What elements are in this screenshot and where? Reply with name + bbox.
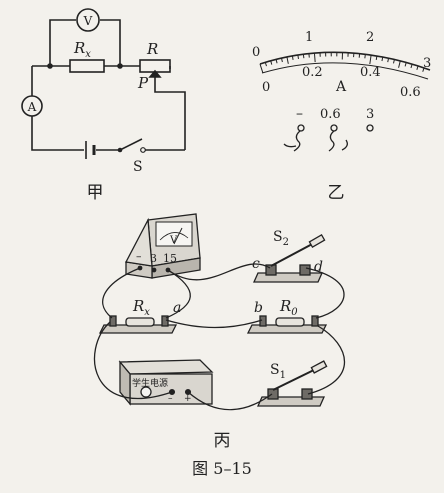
- meter-tick: [376, 56, 377, 60]
- circuit-jia-nodes: [47, 63, 145, 152]
- caption-yi: 乙: [328, 183, 345, 203]
- meter-terminal-posts: [284, 125, 373, 151]
- voltmeter-label: V: [83, 14, 93, 28]
- voltmeter-term-minus: –: [136, 250, 142, 263]
- meter-bottom-0: 0: [262, 80, 270, 95]
- meter-tick: [287, 57, 288, 64]
- meter-tick: [298, 55, 299, 59]
- rx-device-label: Rx: [132, 297, 150, 318]
- meter-top-0: 0: [252, 45, 260, 60]
- slider-label: P: [137, 74, 149, 92]
- ammeter-label: A: [27, 100, 37, 114]
- voltmeter-device: [126, 214, 200, 278]
- s2-label: S2: [273, 229, 289, 248]
- meter-tick: [399, 61, 401, 68]
- meter-arc-inner: [262, 63, 428, 79]
- power-supply-label: 学生电源: [132, 377, 168, 389]
- wire-right-up: [155, 76, 185, 150]
- wire-a-b: [166, 320, 262, 328]
- switch-s1-device: [258, 361, 327, 406]
- power-term-plus: +: [184, 394, 192, 404]
- caption-jia: 甲: [87, 183, 104, 203]
- voltmeter-term-15: 15: [163, 252, 177, 265]
- meter-tick: [260, 64, 263, 73]
- r0-device: [248, 316, 326, 333]
- wire-left-bottom: [32, 116, 84, 150]
- rx-label: Rx: [73, 39, 91, 60]
- meter-tick: [411, 64, 412, 68]
- r0-device-label: R0: [279, 297, 298, 318]
- caption-bing: 丙: [214, 431, 231, 451]
- figure-caption: 图 5–15: [192, 459, 252, 478]
- meter-unit: A: [335, 79, 347, 95]
- meter-tick: [370, 55, 371, 64]
- rx-device: [100, 316, 176, 333]
- meter-tick: [265, 62, 266, 66]
- resistor-rx-symbol: [70, 60, 104, 72]
- meter-tick: [292, 56, 293, 60]
- switch-label: S: [133, 159, 143, 175]
- meter-terminal-minus: –: [296, 106, 303, 122]
- meter-top-2: 2: [366, 30, 374, 45]
- voltmeter-face-label: V: [169, 235, 178, 246]
- circuit-jia: [22, 9, 185, 159]
- power-term-minus: –: [168, 394, 173, 404]
- meter-top-1: 1: [305, 30, 313, 45]
- meter-bottom-04: 0.4: [360, 65, 381, 80]
- meter-tick: [303, 54, 304, 58]
- meter-tick: [314, 53, 315, 62]
- wire-voltmeter-branch: [50, 20, 76, 66]
- meter-bottom-06: 0.6: [400, 85, 421, 100]
- s1-label: S1: [270, 362, 286, 381]
- meter-bottom-02: 0.2: [302, 65, 323, 80]
- switch-s-blade: [120, 139, 142, 150]
- meter-top-3: 3: [423, 56, 431, 71]
- voltmeter-term-3: 3: [150, 252, 157, 265]
- meter-terminal-3: 3: [366, 107, 374, 122]
- rheostat-label: R: [146, 40, 158, 58]
- meter-yi: [260, 52, 430, 79]
- meter-terminal-06: 0.6: [320, 107, 341, 122]
- wire-s1-r0: [308, 326, 345, 394]
- wire-voltmeter-right: [100, 20, 120, 66]
- meter-tick: [417, 66, 418, 70]
- terminal-b-label: b: [254, 300, 263, 316]
